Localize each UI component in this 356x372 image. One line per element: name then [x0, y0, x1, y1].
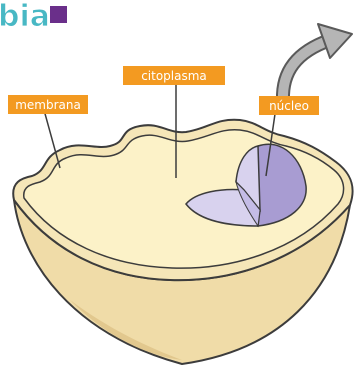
brand-logo: bia [0, 0, 67, 34]
export-arrow-icon [283, 24, 352, 100]
label-membrana-text: membrana [15, 98, 81, 112]
brand-text: bia [0, 0, 50, 34]
label-nucleo-text: núcleo [269, 99, 309, 113]
label-membrana: membrana [8, 95, 88, 114]
label-citoplasma-text: citoplasma [141, 69, 207, 83]
brand-square-icon [50, 6, 67, 23]
label-nucleo: núcleo [259, 96, 319, 115]
label-citoplasma: citoplasma [123, 66, 225, 85]
